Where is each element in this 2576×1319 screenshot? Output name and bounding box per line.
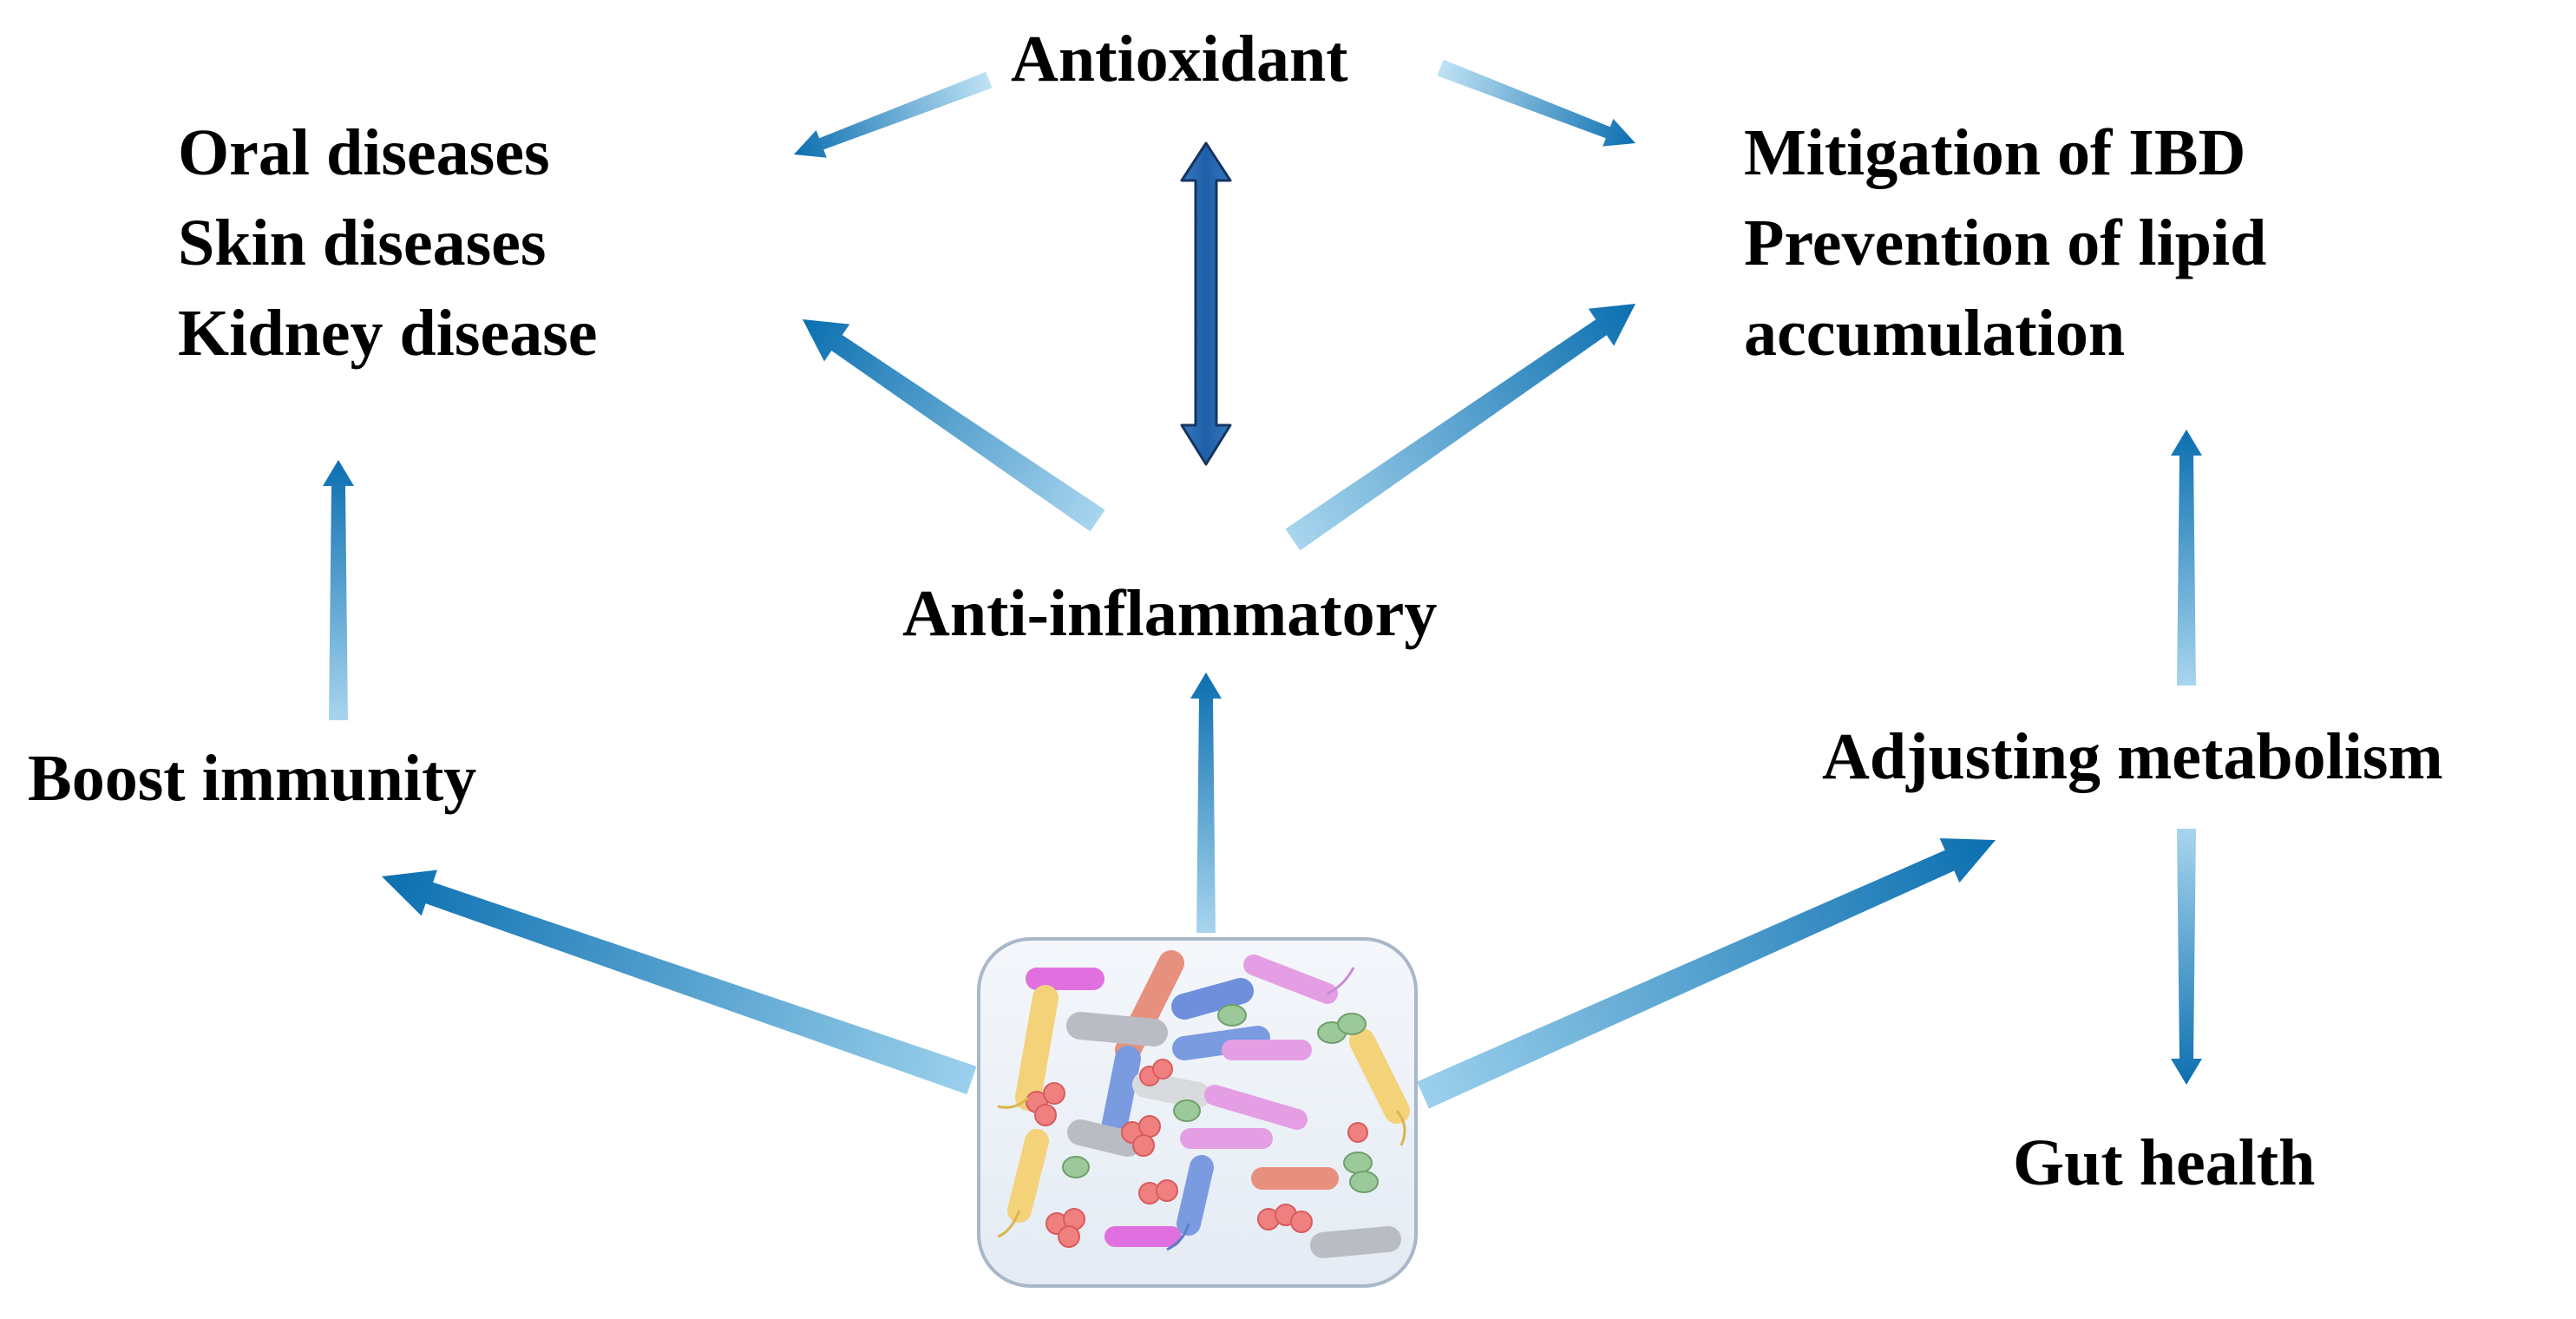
arrow-infl-left-shape xyxy=(803,319,1105,532)
arrow-micro-right-shape xyxy=(1417,838,1996,1109)
arrow-anti-inflammatory-to-left-diseases xyxy=(803,319,1105,532)
arrow-antioxidant-to-left-diseases xyxy=(794,71,993,158)
label-prevention-of-lipid: Prevention of lipid xyxy=(1744,207,2267,279)
arrow-anti-inflammatory-to-ibd xyxy=(1285,304,1635,551)
arrow-metabolism-to-ibd xyxy=(2171,430,2202,686)
arrow-microbiota-to-anti-inflammatory xyxy=(1190,673,1222,933)
arrow-micro-left-shape xyxy=(382,869,977,1095)
label-oral-diseases: Oral diseases xyxy=(178,116,550,189)
arrow-microbiota-to-immunity xyxy=(382,869,977,1095)
label-accumulation: accumulation xyxy=(1744,297,2126,370)
arrow-metab-down-shape xyxy=(2171,829,2202,1085)
label-antioxidant: Antioxidant xyxy=(1011,23,1348,95)
double-arrow-antioxidant-anti-inflammatory xyxy=(1180,141,1232,466)
label-mitigation-of-ibd: Mitigation of IBD xyxy=(1744,116,2246,189)
arrow-immunity-up-shape xyxy=(323,460,354,720)
label-skin-diseases: Skin diseases xyxy=(178,207,547,279)
arrow-microbiota-to-metabolism xyxy=(1417,838,1996,1109)
label-kidney-disease: Kidney disease xyxy=(178,297,598,370)
label-boost-immunity: Boost immunity xyxy=(28,742,477,815)
label-gut-health: Gut health xyxy=(2013,1126,2316,1199)
arrow-antioxidant-to-ibd xyxy=(1437,59,1635,147)
arrow-center-up-shape xyxy=(1190,673,1222,933)
arrow-antioxidant-left-shape xyxy=(794,71,993,158)
arrow-antioxidant-right-shape xyxy=(1437,59,1635,147)
gut-microbiota-illustration xyxy=(977,937,1418,1288)
arrow-metab-up-shape xyxy=(2171,430,2202,686)
label-adjusting-metabolism: Adjusting metabolism xyxy=(1822,720,2443,793)
arrow-immunity-to-diseases xyxy=(323,460,354,720)
arrow-metabolism-to-gut-health xyxy=(2171,829,2202,1085)
arrow-infl-right-shape xyxy=(1285,304,1635,551)
label-anti-inflammatory: Anti-inflammatory xyxy=(902,577,1438,650)
